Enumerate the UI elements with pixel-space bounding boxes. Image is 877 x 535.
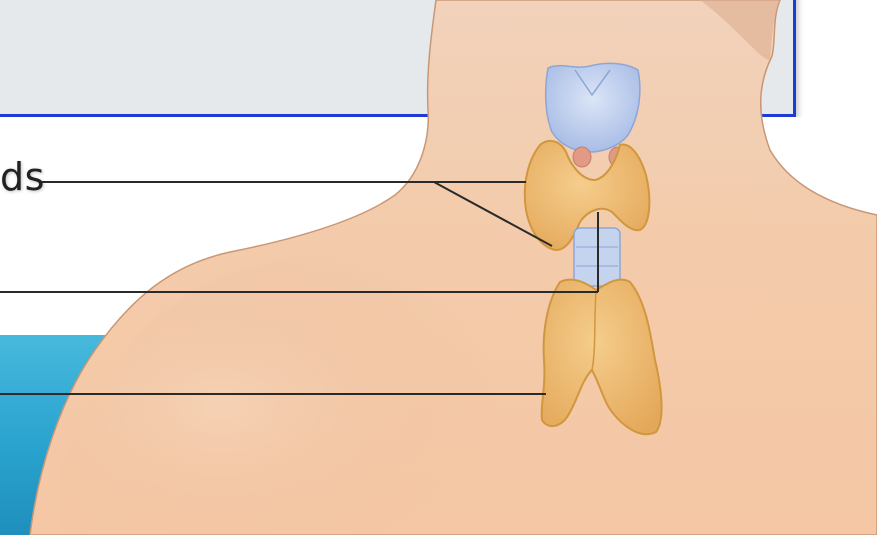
parathyroid-gland-left xyxy=(573,147,591,167)
label-glands-partial: ds xyxy=(0,158,45,196)
shoulder-highlight xyxy=(60,248,520,535)
thyroid-cartilage xyxy=(546,63,640,152)
